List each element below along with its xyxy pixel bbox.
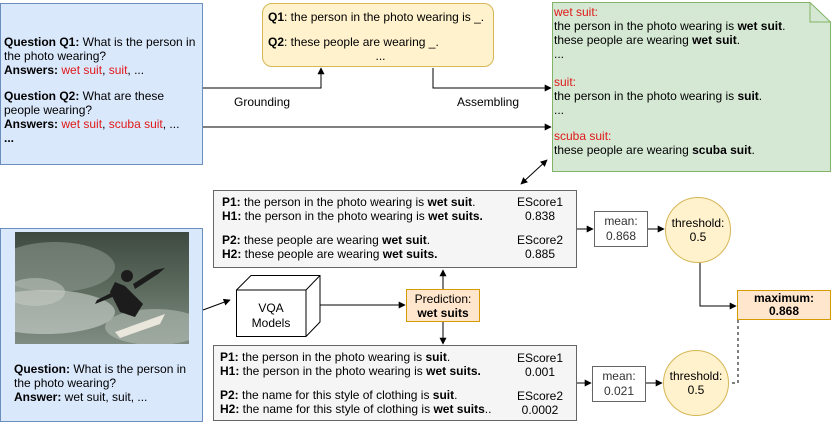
prediction-label: Prediction: <box>414 292 472 306</box>
vqa-cube-shape <box>236 275 321 337</box>
image-box: Question: What is the person in the phot… <box>0 228 203 422</box>
question-box: Question Q1: What is the person in the p… <box>0 3 203 165</box>
vqa-models-cube: VQA Models <box>236 275 322 337</box>
template-box: Q1: the person in the photo wearing is _… <box>262 3 494 67</box>
escore1-value: 0.001 <box>524 365 556 379</box>
bottom-scores-box: P1: the person in the photo wearing is s… <box>213 345 577 421</box>
surfer-photo-drawing <box>15 232 189 344</box>
assembling-arrow <box>432 68 552 92</box>
grounding-label: Grounding <box>234 95 291 109</box>
hypothesis-box: wet suit: the person in the photo wearin… <box>552 2 831 172</box>
escore1-label: EScore1 <box>516 351 564 365</box>
escore2-value: 0.0002 <box>521 403 559 417</box>
maximum-box: maximum: 0.868 <box>737 290 831 320</box>
surfer-photo <box>15 232 189 344</box>
prediction-value: wet suits <box>417 306 469 320</box>
escore2-label: EScore2 <box>516 389 564 403</box>
hypothesis-scores-double-arrow <box>520 159 548 185</box>
escore1-label: EScore1 <box>516 195 564 209</box>
assembling-label: Assembling <box>457 95 520 109</box>
maximum-value: 0.868 <box>768 304 800 318</box>
escore2-label: EScore2 <box>516 233 564 247</box>
grounding-arrow <box>203 67 325 89</box>
image-to-vqa-arrow <box>202 298 231 311</box>
maximum-label: maximum: <box>753 291 815 305</box>
vqa-label-2: Models <box>251 316 291 330</box>
escore1-value: 0.838 <box>524 209 556 223</box>
mean-top-box: mean: 0.868 <box>594 211 648 247</box>
threshold-bottom-circle: threshold: 0.5 <box>663 350 729 416</box>
mean-bottom-box: mean: 0.021 <box>592 366 646 402</box>
threshold-top-circle: threshold: 0.5 <box>665 197 731 263</box>
vqa-label: VQA <box>258 301 284 315</box>
escore2-value: 0.885 <box>524 247 556 261</box>
threshold-top-to-maximum-arrow <box>699 262 737 310</box>
prediction-box: Prediction: wet suits <box>406 289 480 322</box>
top-scores-box: P1: the person in the photo wearing is w… <box>213 190 577 268</box>
